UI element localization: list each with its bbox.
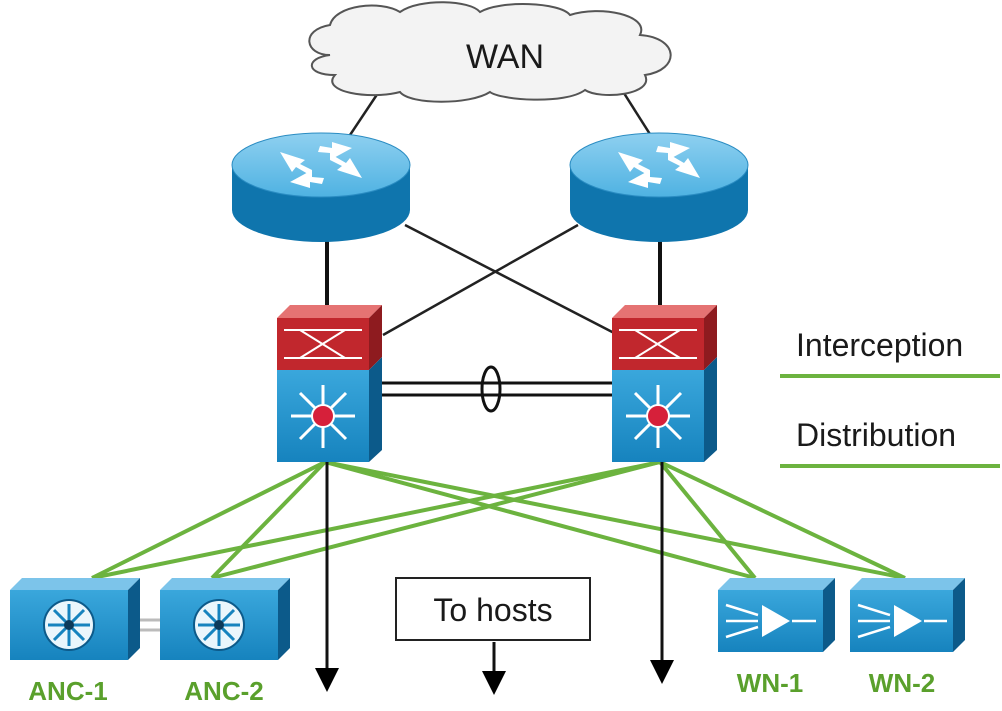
anc-2-label: ANC-2 [184, 676, 263, 706]
wn-2-label: WN-2 [869, 668, 935, 698]
anc-1 [10, 578, 140, 660]
distribution-switch-left [277, 305, 382, 462]
distribution-switch-right [612, 305, 717, 462]
to-hosts-box [395, 577, 591, 641]
link-router-left-to-switch-right [404, 223, 619, 337]
wn-1 [718, 578, 835, 652]
wan-label: WAN [466, 38, 544, 76]
interception-label: Interception [796, 327, 963, 363]
link-dl-wn1 [324, 460, 756, 580]
link-dl-wn2 [324, 460, 906, 580]
to-hosts-label: To hosts [433, 592, 552, 628]
distribution-label: Distribution [796, 417, 956, 453]
router-left [231, 132, 411, 242]
green-links [91, 460, 906, 580]
multilayer-switch-icon [612, 357, 717, 462]
link-dl-anc2 [210, 460, 327, 580]
link-dr-anc2 [211, 460, 661, 580]
router-right [569, 132, 749, 242]
firewall-module-icon [612, 305, 717, 370]
anc-appliance-icon [160, 578, 290, 660]
link-dr-wn1 [658, 460, 757, 580]
link-router-right-to-switch-left [382, 223, 579, 337]
link-dr-anc1 [91, 460, 661, 580]
firewall-module-icon [277, 305, 382, 370]
multilayer-switch-icon [277, 357, 382, 462]
router-icon [231, 132, 411, 242]
link-dr-wn2 [659, 460, 906, 580]
wan-optimizer-icon [850, 578, 965, 652]
link-dl-anc1 [91, 460, 326, 580]
wn-1-label: WN-1 [737, 668, 803, 698]
router-icon [569, 132, 749, 242]
wan-optimizer-icon [718, 578, 835, 652]
wn-2 [850, 578, 965, 652]
cloud-icon [308, 1, 672, 103]
port-channel-ring [480, 365, 502, 413]
links [91, 89, 906, 695]
anc-appliance-icon [10, 578, 140, 660]
anc-1-label: ANC-1 [28, 676, 107, 706]
anc-2 [160, 578, 290, 660]
